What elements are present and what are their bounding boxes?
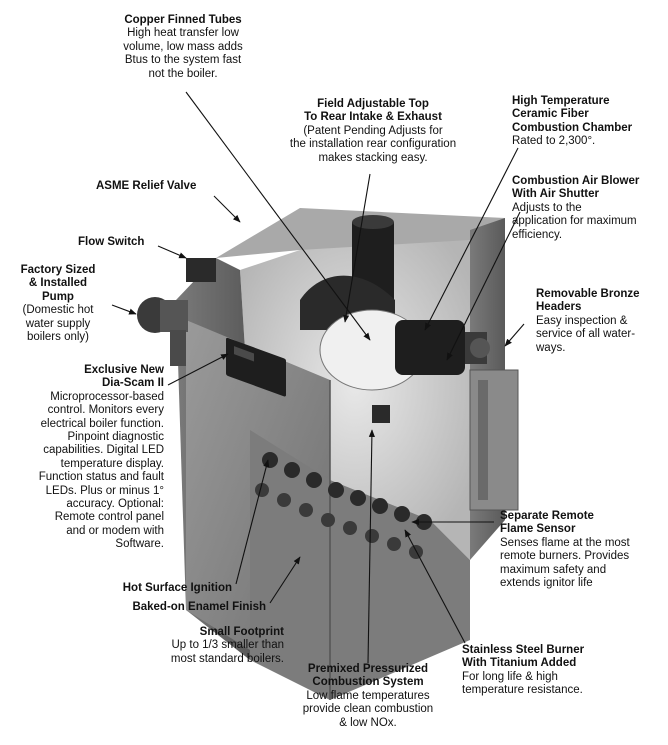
leader-air-blower bbox=[446, 211, 521, 361]
callout-air-blower: Combustion Air Blower With Air Shutter A… bbox=[512, 175, 640, 241]
leader-pump bbox=[111, 304, 137, 315]
callout-enamel-finish: Baked-on Enamel Finish bbox=[132, 601, 266, 613]
exhaust-opening bbox=[352, 215, 394, 229]
callout-premixed-combustion: Premixed Pressurized Combustion System L… bbox=[302, 663, 434, 729]
callout-dia-scam: Exclusive New Dia-Scam II Microprocessor… bbox=[38, 364, 164, 551]
header-bolt-column bbox=[478, 380, 488, 500]
callout-asme-relief-valve: ASME Relief Valve bbox=[96, 180, 197, 192]
burner-inlet bbox=[372, 405, 390, 423]
bronze-headers bbox=[469, 369, 519, 511]
leader-flow-switch bbox=[157, 245, 187, 259]
callout-small-footprint: Small Footprint Up to 1/3 smaller than m… bbox=[170, 626, 284, 665]
leader-premixed bbox=[367, 429, 375, 664]
callout-title: Copper Finned Tubes bbox=[124, 14, 242, 26]
callout-bronze-headers: Removable Bronze Headers Easy inspection… bbox=[536, 288, 640, 354]
leader-enamel bbox=[269, 556, 301, 604]
leader-field-adjustable bbox=[343, 173, 371, 323]
cabinet-lower-front bbox=[250, 430, 470, 700]
callout-flame-sensor: Separate Remote Flame Sensor Senses flam… bbox=[500, 510, 630, 590]
callout-pump: Factory Sized & Installed Pump (Domestic… bbox=[20, 264, 96, 344]
led-readout bbox=[234, 346, 254, 362]
flow-switch bbox=[186, 258, 216, 282]
leader-copper-tubes bbox=[185, 91, 371, 341]
callout-field-adjustable-top: Field Adjustable Top To Rear Intake & Ex… bbox=[289, 98, 457, 164]
pump-pipe bbox=[170, 330, 186, 366]
burner-tubes bbox=[255, 452, 432, 559]
leader-lines bbox=[111, 91, 525, 664]
leader-dia-scam bbox=[167, 353, 229, 386]
leader-ceramic-chamber bbox=[424, 147, 519, 331]
callout-ceramic-chamber: High Temperature Ceramic Fiber Combustio… bbox=[512, 95, 633, 148]
callout-copper-finned-tubes: Copper Finned Tubes High heat transfer l… bbox=[100, 14, 266, 81]
callout-hot-surface-ignition: Hot Surface Ignition bbox=[122, 582, 232, 594]
combustion-air-blower bbox=[395, 320, 465, 375]
callout-stainless-burner: Stainless Steel Burner With Titanium Add… bbox=[462, 644, 585, 697]
blower-hub bbox=[470, 338, 490, 358]
leader-stainless-burner bbox=[404, 529, 466, 644]
leader-bronze-headers bbox=[504, 323, 525, 347]
callout-flow-switch: Flow Switch bbox=[78, 236, 145, 248]
leader-hot-surface bbox=[235, 459, 270, 585]
pump-housing bbox=[160, 300, 188, 332]
leader-asme-valve bbox=[213, 195, 241, 223]
